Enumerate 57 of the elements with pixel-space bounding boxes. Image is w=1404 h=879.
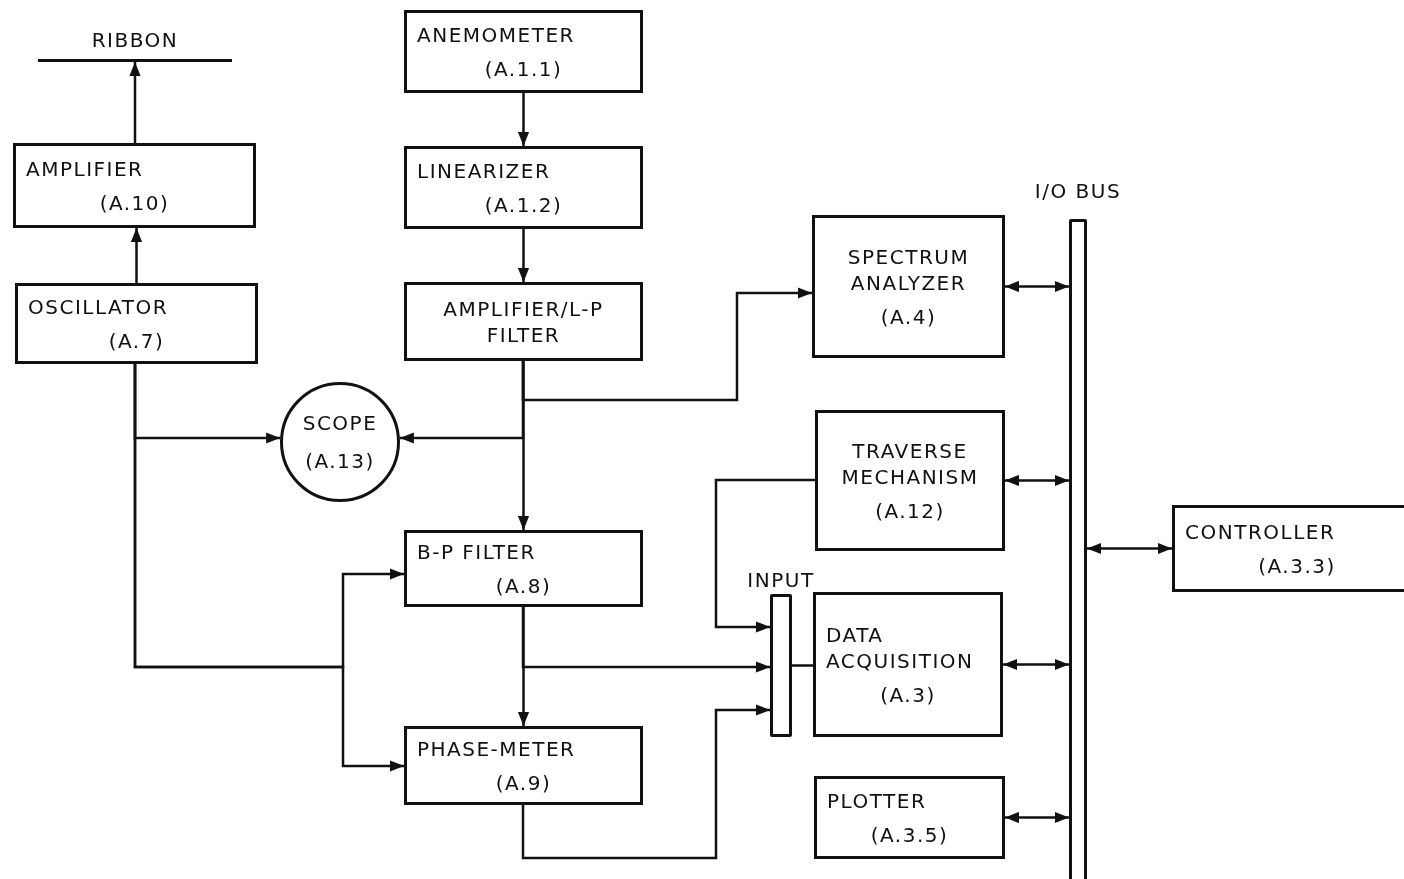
reference-number: (A.13): [305, 448, 375, 474]
arrow: [517, 361, 530, 530]
ribbon-label: RIBBON: [91, 28, 179, 52]
arrow: [130, 228, 143, 283]
arrow: [517, 93, 530, 146]
block-label: TRAVERSE MECHANISM: [840, 437, 980, 490]
connector-line: [792, 664, 813, 667]
reference-number: (A.7): [107, 327, 166, 354]
process-box: [15, 283, 258, 364]
block-label: ANEMOMETER: [417, 21, 576, 48]
reference-number: (A.1.2): [483, 191, 564, 218]
reference-number: (A.9): [494, 769, 553, 796]
block-label: CONTROLLER: [1185, 518, 1337, 545]
process-box: [812, 215, 1005, 358]
block-label: OSCILLATOR: [28, 293, 170, 320]
reference-number: (A.3.5): [869, 821, 950, 848]
bus-label: I/O BUS: [1034, 179, 1122, 203]
reference-number: (A.12): [874, 497, 946, 524]
arrow: [521, 287, 812, 402]
block-label: SCOPE: [302, 410, 378, 436]
arrow: [517, 229, 530, 282]
reference-number: (A.10): [98, 189, 171, 216]
process-box: [404, 146, 643, 229]
block-label: SPECTRUM ANALYZER: [846, 243, 971, 296]
process-box: [815, 410, 1005, 551]
bus-label: INPUT: [747, 568, 815, 592]
arrow: [1087, 542, 1172, 555]
block-label: AMPLIFIER: [26, 155, 145, 182]
arrow: [714, 478, 815, 633]
process-box: [404, 10, 643, 93]
process-box: [1172, 505, 1404, 592]
reference-number: (A.3): [879, 681, 937, 708]
process-box: [404, 726, 643, 805]
block-label: LINEARIZER: [417, 157, 552, 184]
arrow: [1005, 811, 1069, 824]
reference-number: (A.8): [494, 572, 553, 599]
block-label: B-P FILTER: [417, 538, 537, 565]
arrow: [521, 607, 770, 673]
arrow: [129, 62, 141, 143]
process-box: [404, 282, 643, 361]
process-box: [814, 776, 1005, 859]
process-box: [13, 143, 256, 228]
block-label: PLOTTER: [827, 787, 928, 814]
reference-number: (A.4): [879, 303, 938, 330]
arrow: [517, 607, 530, 726]
arrow: [521, 704, 770, 860]
arrow: [1005, 474, 1069, 487]
reference-number: (A.1.1): [483, 55, 564, 82]
process-box: [404, 530, 643, 607]
block-label: DATA ACQUISITION: [826, 621, 975, 674]
block-label: PHASE-METER: [417, 735, 577, 762]
arrow: [1003, 658, 1069, 671]
process-box: [813, 592, 1003, 737]
reference-number: (A.3.3): [1257, 552, 1337, 579]
arrow: [1005, 280, 1069, 293]
arrow: [133, 364, 404, 772]
block-label: AMPLIFIER/L-P FILTER: [442, 295, 605, 348]
